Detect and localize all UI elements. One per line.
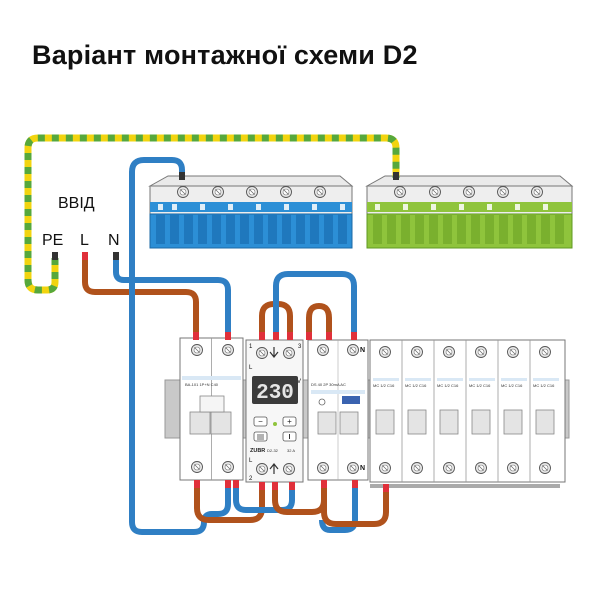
relay-pin-l-top: L [249, 365, 253, 371]
breaker-label-2: MC 1/2 C16 [405, 383, 427, 388]
svg-text:−: − [258, 417, 263, 426]
earth-bus [365, 175, 574, 249]
status-led [273, 422, 277, 426]
breaker-label-6: MC 1/2 C16 [533, 383, 555, 388]
relay-model: D2-32 [267, 448, 279, 453]
rcd: N N DS 40 2P 30mA AC [307, 339, 369, 481]
relay-pin-v: V [297, 379, 301, 385]
rcd-n-bottom: N [360, 465, 365, 472]
relay-rating: 32 A [287, 448, 295, 453]
relay-pin-2: 2 [249, 476, 253, 482]
breaker-label-5: MC 1/2 C16 [501, 383, 523, 388]
neutral-bus-bar [150, 202, 352, 212]
terminal-pe: PE [42, 232, 63, 249]
relay-brand: ZUBR [250, 448, 265, 454]
relay-pin-l-bottom: L [249, 458, 253, 464]
relay-display [252, 376, 298, 404]
menu-icon [257, 434, 264, 440]
input-label: ВВІД [58, 195, 95, 212]
rcd-test-button[interactable] [342, 396, 360, 404]
comb-busbar [370, 484, 560, 488]
svg-text:+: + [287, 417, 292, 426]
neutral-bus [148, 175, 354, 249]
relay-pin-1: 1 [249, 344, 253, 350]
relay-neutral-wire [273, 271, 357, 340]
earth-bus-bar [367, 202, 572, 212]
rcd-label: DS 40 2P 30mA AC [311, 382, 346, 387]
breaker-label-1: MC 1/2 C16 [373, 383, 395, 388]
input-phase-wire [82, 258, 199, 338]
minus-button[interactable] [253, 416, 268, 427]
breaker-label-4: MC 1/2 C16 [469, 383, 491, 388]
terminal-n: N [108, 232, 120, 249]
plus-button[interactable] [282, 416, 297, 427]
menu-button[interactable] [253, 431, 268, 442]
relay-neutral-out-wire [233, 480, 295, 513]
breaker-group: MC 1/2 C16 MC 1/2 C16 MC 1/2 C16 MC 1/2 … [369, 339, 566, 488]
neutral-bus-feed-wire [129, 157, 231, 535]
relay-display-value: 230 [256, 382, 294, 405]
breaker-feed-wire [321, 484, 389, 527]
page-title: Варіант монтажної схеми D2 [32, 40, 418, 70]
up-arrow-icon [269, 463, 279, 474]
rcd-n-top: N [360, 347, 365, 354]
input-neutral-wire [113, 258, 231, 338]
breaker-label-3: MC 1/2 C16 [437, 383, 459, 388]
relay-pin-3: 3 [298, 344, 302, 350]
main-breaker: BA-101 1P+N C40 [179, 337, 244, 481]
main-breaker-label: BA-101 1P+N C40 [185, 382, 219, 387]
terminal-l: L [80, 232, 89, 249]
voltage-relay: 1 3 L 2 L V 230 − + ZUBR D2-32 32 A [245, 339, 304, 483]
down-arrow-icon [269, 347, 279, 358]
wire-ferrules [82, 252, 389, 492]
